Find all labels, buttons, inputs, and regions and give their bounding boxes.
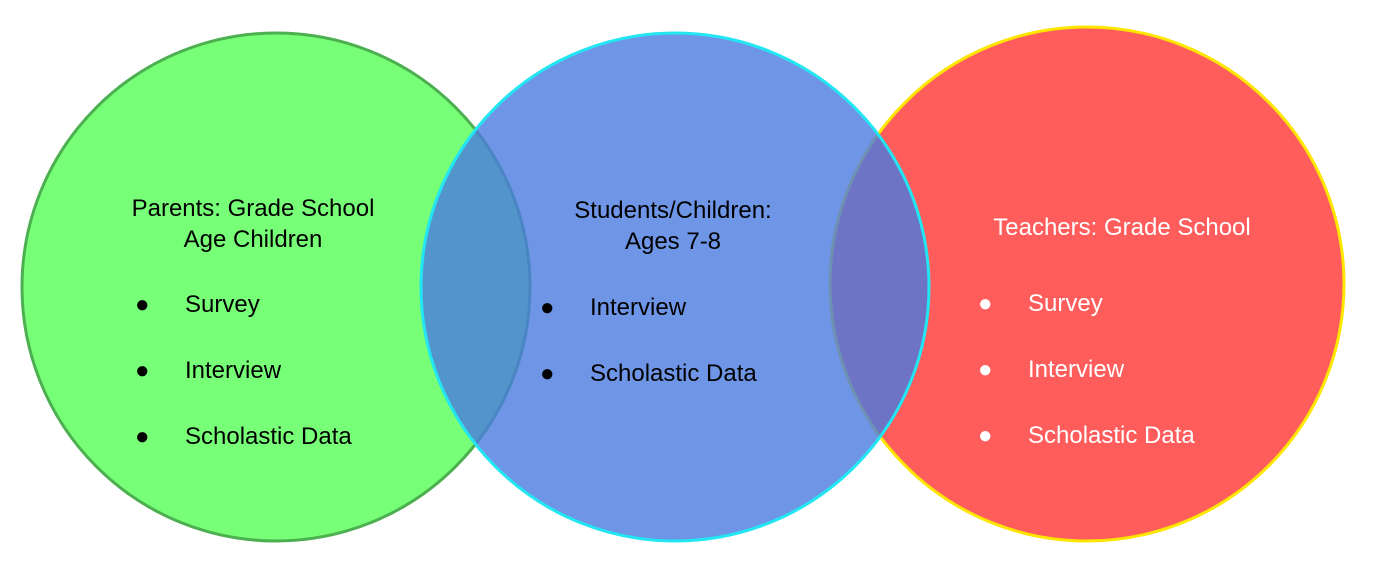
bullet-icon: ● — [540, 294, 555, 321]
bullet-icon: ● — [135, 423, 150, 450]
list-item-label: Survey — [1028, 290, 1103, 317]
students-title: Students/Children: Ages 7-8 — [503, 195, 843, 257]
bullet-icon: ● — [978, 356, 993, 383]
bullet-icon: ● — [540, 360, 555, 387]
list-item-label: Survey — [185, 291, 260, 318]
parents-title-line-1: Parents: Grade School — [131, 195, 375, 222]
list-item-label: Scholastic Data — [185, 423, 352, 450]
parents-title: Parents: Grade School Age Children — [83, 193, 423, 255]
list-item-label: Interview — [1028, 356, 1125, 383]
list-item-label: Interview — [590, 294, 687, 321]
list-item-label: Interview — [185, 357, 282, 384]
students-title-line-1: Students/Children: — [574, 197, 772, 224]
teachers-title: Teachers: Grade School — [952, 212, 1292, 243]
list-item-label: Scholastic Data — [590, 360, 757, 387]
list-item-label: Scholastic Data — [1028, 422, 1195, 449]
parents-title-line-2: Age Children — [183, 226, 323, 253]
teachers-title-line-1: Teachers: Grade School — [993, 214, 1251, 241]
bullet-icon: ● — [135, 357, 150, 384]
bullet-icon: ● — [978, 422, 993, 449]
bullet-icon: ● — [135, 291, 150, 318]
students-circle — [419, 31, 931, 543]
bullet-icon: ● — [978, 290, 993, 317]
students-title-line-2: Ages 7-8 — [624, 228, 722, 255]
